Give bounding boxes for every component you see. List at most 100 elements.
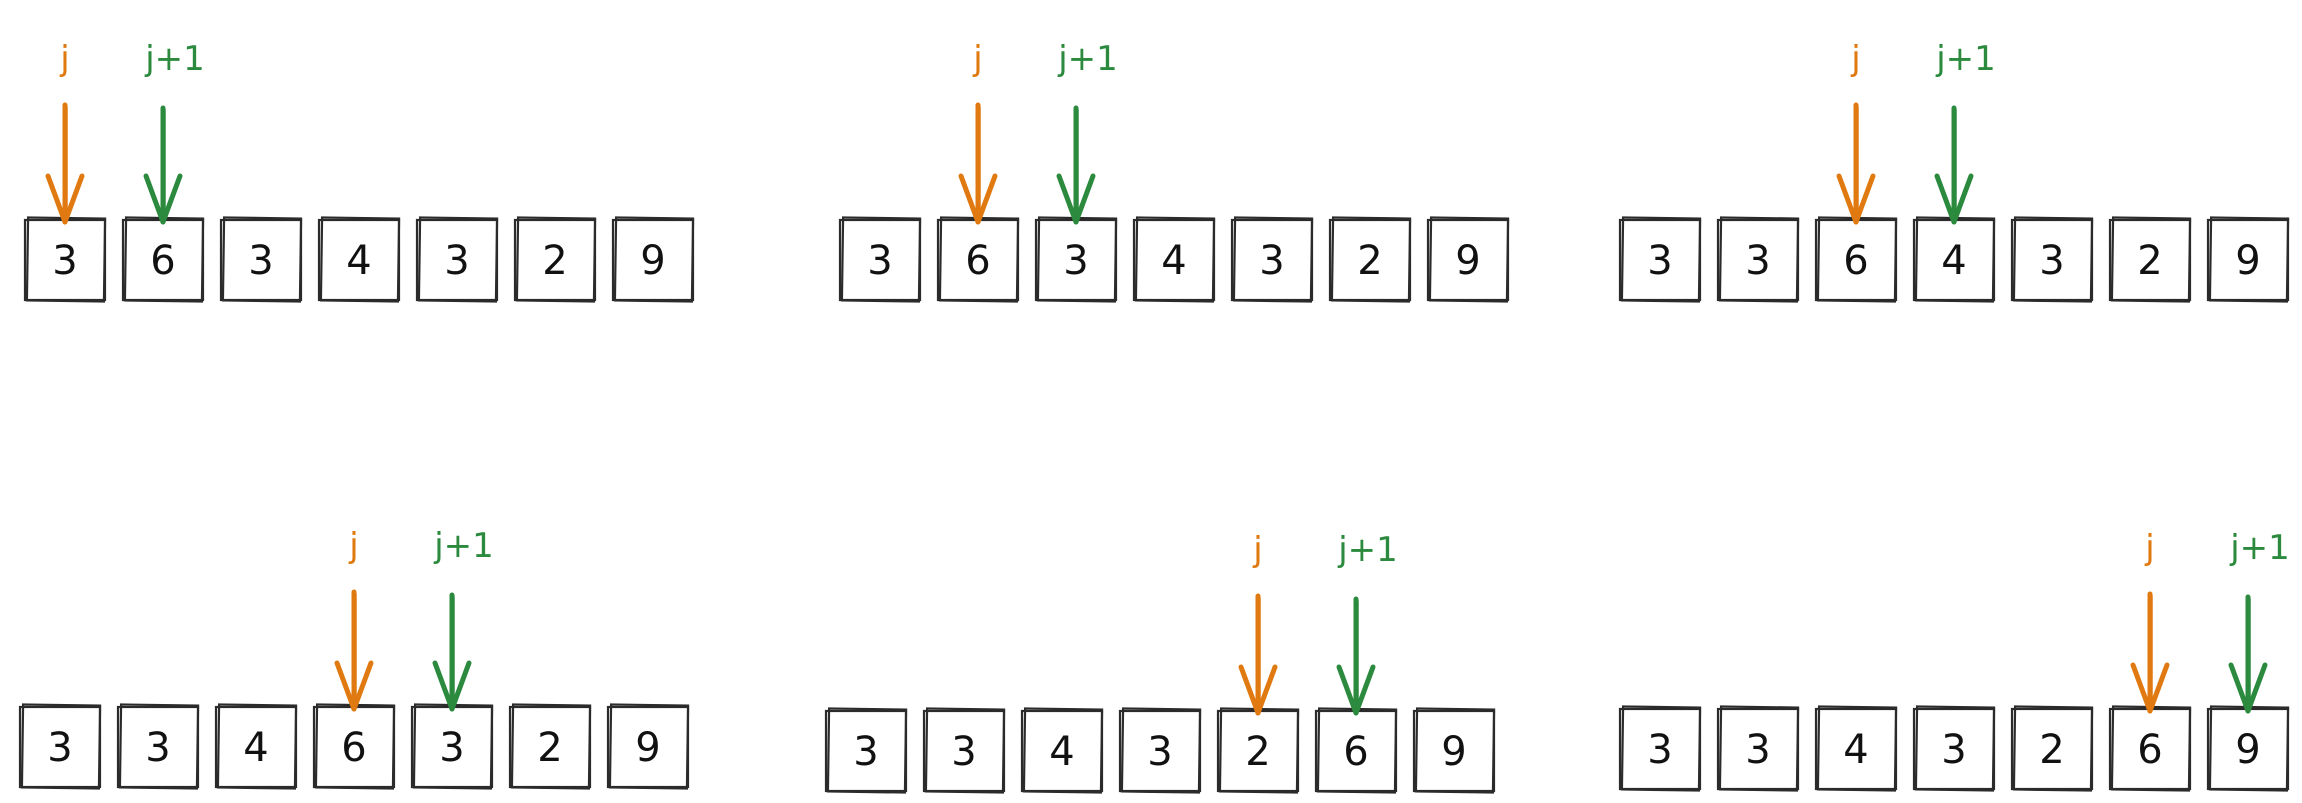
pointer-j-label: j [2144,528,2154,568]
array-cell: 9 [1412,707,1496,794]
array-cell: 3 [1034,216,1118,303]
cell-value: 2 [2137,238,2162,284]
pointer-j-label: j [59,39,69,79]
cell-value: 3 [47,725,72,771]
cell-value: 2 [2039,727,2064,773]
array-cell: 2 [508,703,592,790]
pointer-j1-label: j+1 [433,526,494,566]
array-cell: 2 [2108,216,2192,303]
array-cell: 2 [2010,705,2094,792]
array-cell: 4 [1020,707,1104,794]
cell-value: 6 [341,725,366,771]
array-cell: 2 [513,216,597,303]
cell-value: 6 [1843,238,1868,284]
array-cell: 6 [1814,216,1898,303]
cell-value: 3 [1647,727,1672,773]
cell-value: 4 [1941,238,1966,284]
cell-value: 3 [145,725,170,771]
cell-value: 3 [1147,729,1172,775]
cell-value: 3 [1259,238,1284,284]
array-cell: 2 [1216,707,1300,794]
cell-value: 4 [1843,727,1868,773]
cell-value: 4 [243,725,268,771]
cell-value: 9 [1441,729,1466,775]
pointer-j1-arrow-icon [1934,105,1974,225]
pointer-j-label: j [348,526,358,566]
cell-value: 3 [2039,238,2064,284]
cell-value: 3 [1745,238,1770,284]
cell-value: 4 [1161,238,1186,284]
array-cell: 3 [410,703,494,790]
array-cell: 9 [611,216,695,303]
cell-value: 6 [2137,727,2162,773]
array-cell: 3 [23,216,107,303]
pointer-j-arrow-icon [1836,102,1876,225]
pointer-j1-label: j+1 [1935,39,1996,79]
cell-value: 3 [867,238,892,284]
array-cell: 6 [2108,705,2192,792]
cell-value: 3 [1063,238,1088,284]
cell-value: 9 [640,238,665,284]
pointer-j1-arrow-icon [143,105,183,225]
array-cell: 6 [936,216,1020,303]
cell-value: 3 [248,238,273,284]
pointer-j1-arrow-icon [2228,594,2268,714]
array-cell: 4 [1912,216,1996,303]
cell-value: 9 [1455,238,1480,284]
pointer-j1-label: j+1 [144,39,205,79]
cell-value: 3 [52,238,77,284]
cell-value: 3 [1745,727,1770,773]
pointer-j-arrow-icon [45,102,85,225]
cell-value: 9 [2235,727,2260,773]
pointer-j-arrow-icon [2130,591,2170,714]
pointer-j1-arrow-icon [1336,596,1376,716]
cell-value: 3 [444,238,469,284]
array-cell: 9 [1426,216,1510,303]
pointer-j-label: j [972,39,982,79]
cell-value: 3 [853,729,878,775]
pointer-j-arrow-icon [334,589,374,712]
cell-value: 3 [439,725,464,771]
cell-value: 3 [951,729,976,775]
array-cell: 6 [312,703,396,790]
cell-value: 3 [1941,727,1966,773]
cell-value: 6 [150,238,175,284]
array-cell: 3 [1912,705,1996,792]
cell-value: 6 [965,238,990,284]
array-cell: 6 [121,216,205,303]
cell-value: 6 [1343,729,1368,775]
array-cell: 3 [1118,707,1202,794]
array-cell: 4 [1132,216,1216,303]
cell-value: 2 [542,238,567,284]
array-cell: 3 [922,707,1006,794]
array-cell: 3 [219,216,303,303]
array-cell: 3 [824,707,908,794]
pointer-j-label: j [1252,530,1262,570]
cell-value: 4 [1049,729,1074,775]
pointer-j1-arrow-icon [1056,105,1096,225]
array-cell: 3 [18,703,102,790]
array-cell: 6 [1314,707,1398,794]
pointer-j-arrow-icon [958,102,998,225]
cell-value: 9 [635,725,660,771]
array-cell: 3 [1716,705,1800,792]
cell-value: 3 [1647,238,1672,284]
array-cell: 2 [1328,216,1412,303]
array-cell: 4 [1814,705,1898,792]
pointer-j-label: j [1850,39,1860,79]
cell-value: 2 [1245,729,1270,775]
pointer-j1-label: j+1 [2229,528,2290,568]
array-cell: 9 [606,703,690,790]
array-cell: 3 [1230,216,1314,303]
array-cell: 3 [1618,705,1702,792]
array-cell: 3 [1618,216,1702,303]
array-cell: 3 [415,216,499,303]
pointer-j1-label: j+1 [1057,39,1118,79]
array-cell: 4 [214,703,298,790]
array-cell: 3 [2010,216,2094,303]
